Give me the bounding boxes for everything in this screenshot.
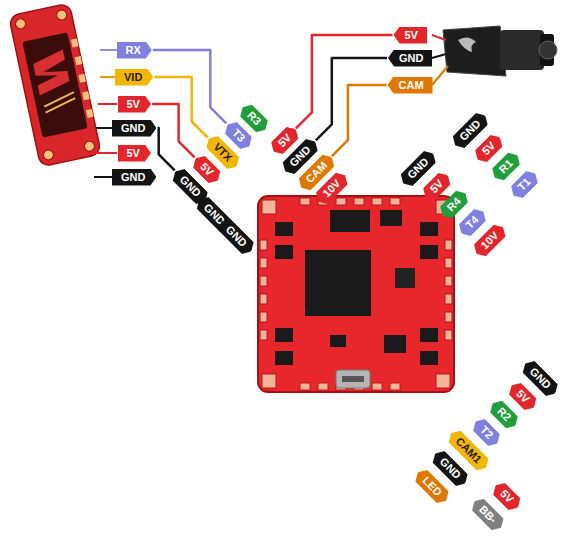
wire — [153, 50, 227, 123]
pin-label: GND — [399, 52, 423, 64]
pin-label: R2 — [495, 404, 513, 422]
pin-tag: 5V — [394, 27, 427, 44]
pin-label: 10V — [478, 228, 500, 250]
pin-label: T2 — [477, 423, 495, 441]
camera — [432, 26, 557, 85]
pin-label: T3 — [229, 126, 247, 144]
pin-tag: 5V — [118, 145, 151, 162]
pin-label: CAM — [399, 79, 424, 91]
pin-label: 5V — [127, 98, 140, 110]
pin-label: CAM1 — [453, 434, 484, 465]
pin-label: GND — [178, 173, 204, 199]
pin-label: 5V — [514, 387, 532, 405]
pin-label: GND — [528, 365, 554, 391]
pin-label: CAM — [303, 159, 329, 185]
flight-controller — [258, 196, 454, 392]
pin-label: VTX — [211, 140, 235, 164]
pin-tag: GND — [388, 50, 432, 67]
wire — [296, 35, 393, 128]
wire — [154, 77, 207, 138]
pin-label: GND — [405, 155, 431, 181]
vtx-board — [9, 3, 102, 167]
vtx-leads — [94, 50, 117, 177]
pin-label: GND — [287, 143, 313, 169]
pin-tag: GND — [112, 169, 156, 186]
pin-tag: VID — [115, 69, 153, 86]
pin-tag: 5V — [118, 96, 151, 113]
wire — [332, 85, 387, 156]
pin-tag: RX — [117, 42, 152, 59]
pin-label: R1 — [496, 156, 514, 174]
pin-label: VID — [124, 71, 142, 83]
pin-label: 5V — [275, 131, 293, 149]
wire — [158, 128, 175, 170]
pin-label: 5V — [479, 139, 497, 157]
pin-label: 5V — [127, 147, 140, 159]
pin-label: R3 — [245, 108, 263, 126]
pin-label: T1 — [515, 175, 533, 193]
pin-label: T4 — [463, 213, 481, 231]
pin-label: GND — [457, 117, 483, 143]
pin-label: LED — [420, 474, 444, 498]
pin-tag: 5V — [489, 479, 523, 513]
pin-tag: CAM — [388, 77, 433, 94]
wire — [316, 58, 387, 140]
pin-tag: GND — [112, 120, 156, 137]
pin-label: GND — [438, 455, 464, 481]
pin-label: GND — [224, 223, 250, 249]
pin-label: BB- — [477, 502, 499, 524]
pin-label: 5V — [198, 160, 216, 178]
pin-label: 5V — [405, 29, 418, 41]
pin-label: 5V — [498, 487, 516, 505]
pin-label: 5V — [427, 177, 445, 195]
pin-label: GND — [121, 122, 145, 134]
pin-label: RX — [126, 44, 141, 56]
pin-label: GND — [121, 171, 145, 183]
